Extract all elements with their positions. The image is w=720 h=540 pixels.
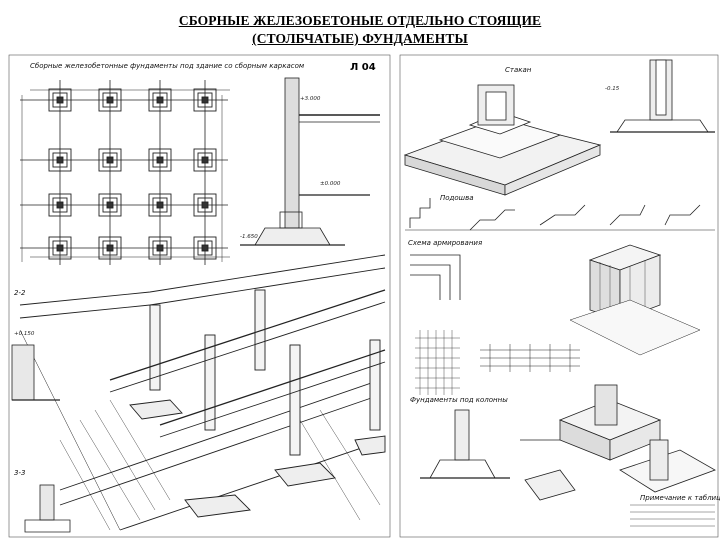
stepped-profiles xyxy=(405,198,715,231)
foundation-plan-footings xyxy=(48,88,217,260)
bottom-assembly-isometric: Примечание к таблице xyxy=(558,384,720,527)
title-line-2: (СТОЛБЧАТЫЕ) ФУНДАМЕНТЫ xyxy=(252,31,468,46)
page-title: СБОРНЫЕ ЖЕЛЕЗОБЕТОНЫЕ ОТДЕЛЬНО СТОЯЩИЕ (… xyxy=(0,12,720,48)
svg-text:+0.150: +0.150 xyxy=(14,331,35,337)
sheet-header: Сборные железобетонные фундаменты под зд… xyxy=(30,62,305,70)
armature-label: Схема армирования xyxy=(408,239,482,247)
glass-label: Стакан xyxy=(505,66,532,74)
title-line-1: СБОРНЫЕ ЖЕЛЕЗОБЕТОНЫЕ ОТДЕЛЬНО СТОЯЩИЕ xyxy=(178,13,542,28)
left-drawing-sheet: Сборные железобетонные фундаменты под зд… xyxy=(8,54,391,538)
foundation-plan-grid xyxy=(20,80,230,265)
svg-text:+3.000: +3.000 xyxy=(300,96,321,102)
section-2-2: 2-2 +0.150 xyxy=(11,289,60,401)
section-3-3: 3-3 xyxy=(14,469,71,533)
wall-section-detail: +3.000 ±0.000 -1.650 xyxy=(240,77,380,246)
section-3-3-label: 3-3 xyxy=(14,469,25,477)
under-columns-label: Фундаменты под колонны xyxy=(410,396,508,404)
reinforced-block-isometric xyxy=(569,244,701,356)
section-2-2-label: 2-2 xyxy=(14,289,26,297)
svg-text:-0.15: -0.15 xyxy=(605,86,620,92)
sole-label: Подошва xyxy=(440,194,474,202)
armature-scheme: Схема армирования xyxy=(408,239,580,395)
column-socket-section: -0.15 xyxy=(605,59,715,133)
foundations-under-columns: Фундаменты под колонны xyxy=(410,396,576,501)
svg-text:-1.650: -1.650 xyxy=(240,234,258,240)
foundation-perspective-view xyxy=(19,254,386,531)
sheet-number: Л 04 xyxy=(350,62,376,73)
right-drawing-sheet: Стакан Подошва -0.15 Схема армирования xyxy=(399,54,720,538)
svg-text:±0.000: ±0.000 xyxy=(320,181,341,187)
note-label: Примечание к таблице xyxy=(640,494,720,502)
isometric-foundation-block: Стакан Подошва xyxy=(403,66,602,202)
